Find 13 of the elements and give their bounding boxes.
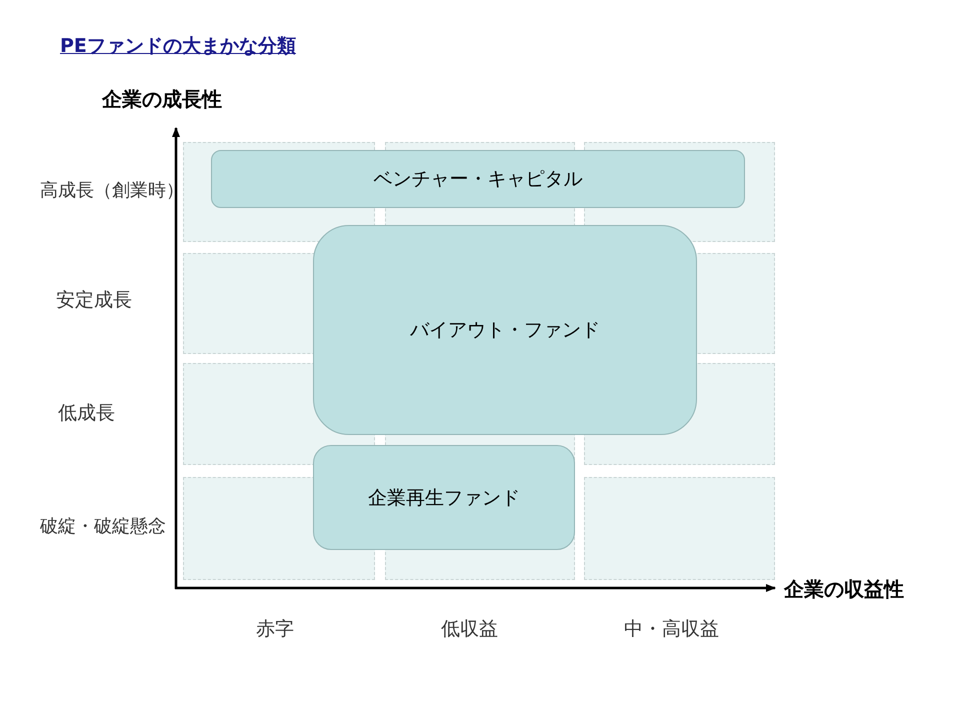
row-label: 破綻・破綻懸念 xyxy=(40,515,166,538)
fund-box: ベンチャー・キャピタル xyxy=(211,150,745,208)
column-label: 赤字 xyxy=(256,617,294,642)
fund-box: 企業再生ファンド xyxy=(313,445,575,550)
column-label: 中・高収益 xyxy=(624,617,719,642)
fund-box: バイアウト・ファンド xyxy=(313,225,697,435)
axis-title: 企業の成長性 xyxy=(102,86,222,113)
diagram-title: PEファンドの大まかな分類 xyxy=(60,34,296,59)
column-label: 低収益 xyxy=(441,617,498,642)
row-label: 高成長（創業時） xyxy=(40,179,184,202)
row-label: 安定成長 xyxy=(56,288,132,313)
axis-title: 企業の収益性 xyxy=(784,576,904,603)
row-label: 低成長 xyxy=(58,401,115,426)
